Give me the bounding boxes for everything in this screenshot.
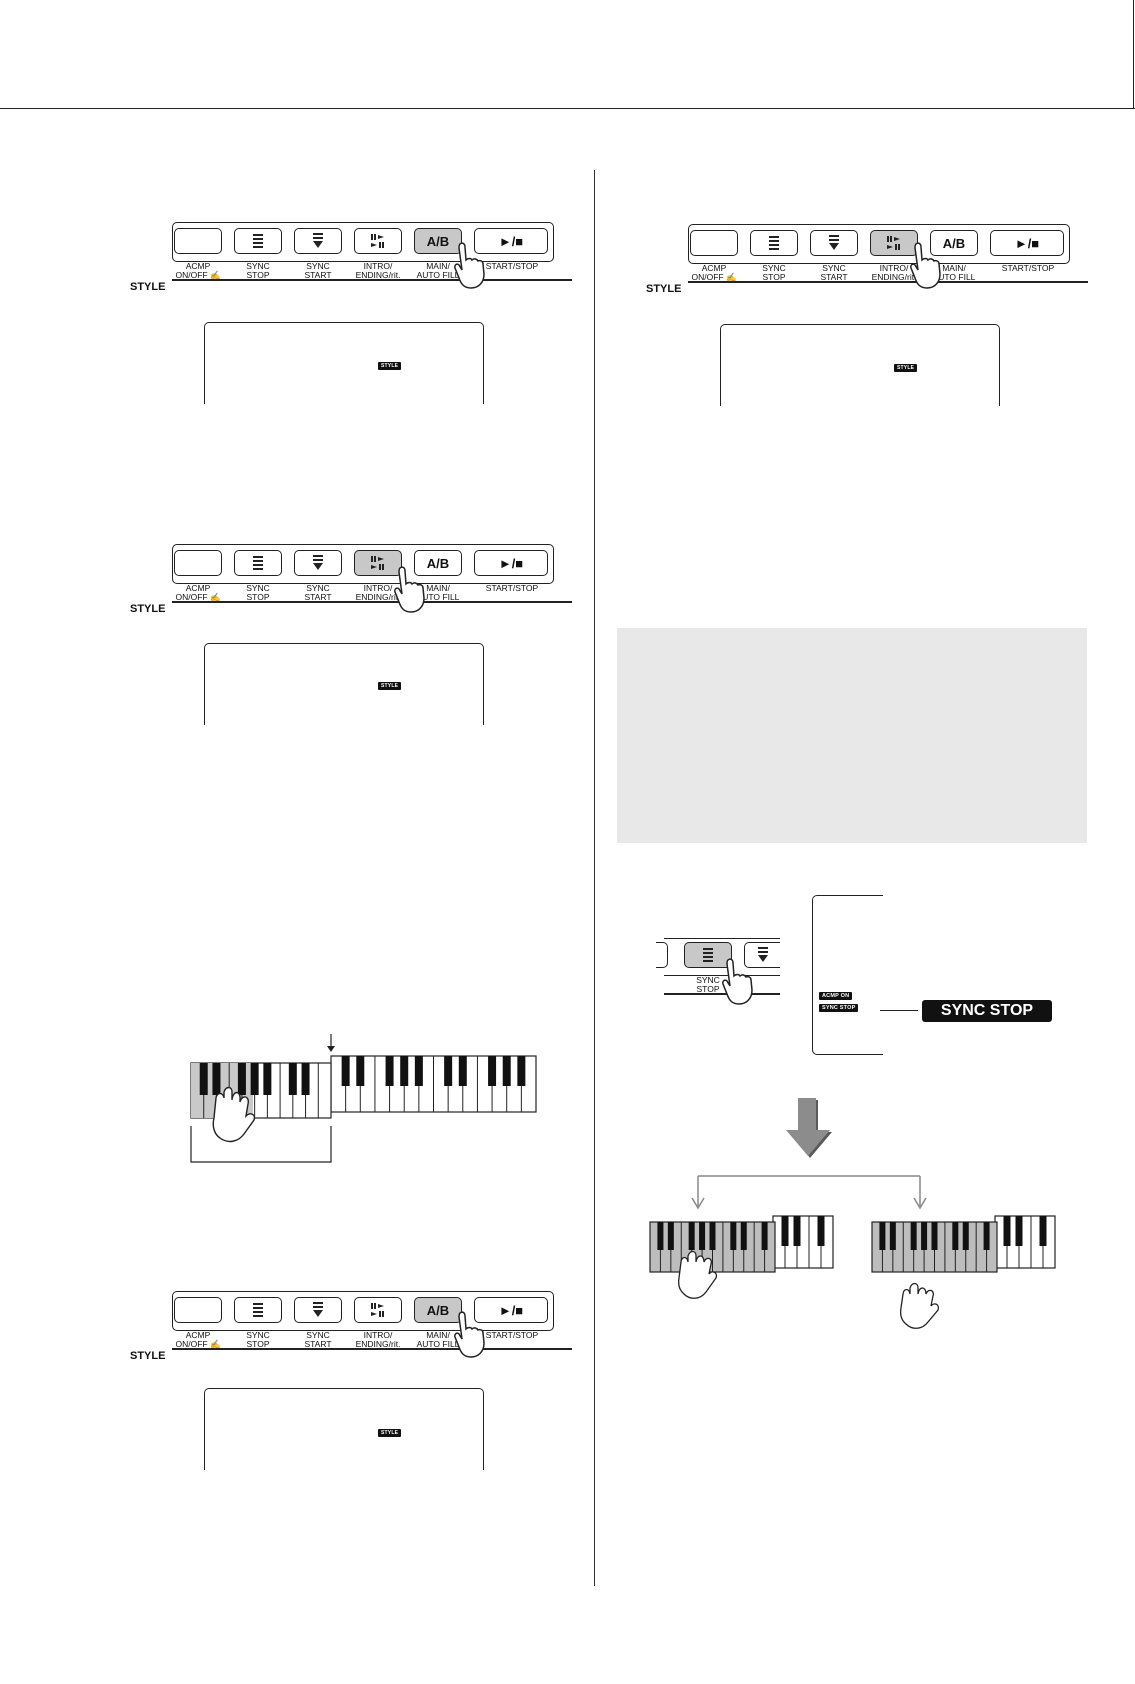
upper-keys (330, 1055, 537, 1113)
style-badge: STYLE (378, 1429, 402, 1437)
lcd-display-1: STYLE (204, 322, 484, 404)
ab-button[interactable]: A/B (930, 230, 978, 256)
intro-ending-icon (371, 1303, 384, 1317)
ab-button[interactable]: A/B (414, 228, 462, 254)
intro-ending-icon (371, 234, 384, 248)
sync-stop-icon (253, 556, 263, 570)
sync-start-button[interactable] (294, 1297, 342, 1323)
down-arrow-icon (786, 1098, 832, 1158)
intro-ending-icon (371, 556, 384, 570)
branch-arrows (691, 1175, 927, 1210)
sync-start-icon (757, 947, 768, 962)
sync-stop-callout: SYNC STOP (922, 1000, 1052, 1022)
panel-underline (172, 279, 572, 281)
header-divider (0, 108, 1135, 109)
header-edge (1133, 0, 1134, 109)
pointing-hand-icon (394, 566, 425, 613)
note-box (617, 628, 1087, 843)
intro-caption-1: INTRO/ (363, 261, 393, 271)
ab-button[interactable]: A/B (414, 1297, 462, 1323)
main-caption-1: MAIN/ (426, 261, 450, 271)
sync-start-icon (313, 1302, 323, 1317)
acmp-button[interactable] (174, 550, 222, 576)
style-label: STYLE (130, 1350, 166, 1362)
sync-stop-icon (769, 236, 779, 250)
acmp-on-indicator: ACMP ON (819, 992, 853, 1000)
sync-start-caption-2: START (304, 270, 332, 280)
pointing-hand-icon (910, 242, 941, 289)
sync-start-icon (313, 555, 323, 570)
sync-start-icon (829, 235, 839, 250)
pointing-hand-icon (454, 1311, 485, 1358)
style-badge: STYLE (378, 362, 402, 370)
intro-ending-icon (887, 236, 900, 250)
sync-stop-button[interactable] (234, 228, 282, 254)
intro-caption-2: ENDING/rit. (355, 270, 401, 280)
column-divider (594, 170, 595, 1586)
style-label: STYLE (130, 603, 166, 615)
lcd-side-fragment: ACMP ON SYNC STOP (812, 895, 883, 1055)
sync-start-caption-1: SYNC (306, 261, 330, 271)
intro-ending-button[interactable] (354, 1297, 402, 1323)
intro-ending-button[interactable] (354, 550, 402, 576)
start-stop-button[interactable]: ►/■ (990, 230, 1064, 256)
start-stop-button[interactable]: ►/■ (474, 1297, 548, 1323)
sync-start-button[interactable] (810, 230, 858, 256)
style-badge: STYLE (894, 364, 918, 372)
sync-stop-button[interactable] (234, 1297, 282, 1323)
start-stop-button[interactable]: ►/■ (474, 228, 548, 254)
sync-start-button-partial[interactable] (744, 942, 780, 968)
keyboard-playing-left-hand (649, 1215, 834, 1299)
pointing-hand-icon (454, 242, 485, 289)
panel-strip (172, 222, 554, 262)
sync-start-icon (313, 233, 323, 248)
sync-start-button[interactable] (294, 550, 342, 576)
pointing-hand-icon (722, 958, 753, 1005)
keyboard-hand-released (871, 1215, 1056, 1329)
acmp-button[interactable] (174, 228, 222, 254)
sync-stop-button[interactable] (684, 942, 732, 968)
style-badge: STYLE (378, 682, 402, 690)
lcd-display-4: STYLE (720, 324, 1000, 406)
hand-icon (212, 1086, 256, 1143)
acmp-button[interactable] (174, 1297, 222, 1323)
style-label: STYLE (646, 283, 682, 295)
callout-leader-line (880, 1010, 918, 1012)
start-stop-caption: START/STOP (485, 261, 539, 271)
sync-stop-button[interactable] (234, 550, 282, 576)
acmp-button[interactable] (690, 230, 738, 256)
sync-stop-indicator: SYNC STOP (819, 1004, 859, 1012)
acmp-caption-1: ACMP (185, 261, 211, 271)
sync-start-button[interactable] (294, 228, 342, 254)
acmp-caption-2: ON/OFF ✍ (175, 270, 221, 280)
hand-icon (900, 1282, 940, 1329)
hand-icon (678, 1250, 718, 1299)
sync-stop-icon (253, 1303, 263, 1317)
main-caption-2: AUTO FILL (416, 270, 460, 280)
start-stop-button[interactable]: ►/■ (474, 550, 548, 576)
sync-stop-caption-2: STOP (246, 270, 270, 280)
lcd-display-2: STYLE (204, 643, 484, 725)
sync-stop-icon (253, 234, 263, 248)
sync-stop-icon (703, 948, 713, 962)
sync-stop-caption-1: SYNC (246, 261, 270, 271)
intro-ending-button[interactable] (354, 228, 402, 254)
ab-button[interactable]: A/B (414, 550, 462, 576)
keyboard-split-illustration (190, 1034, 537, 1163)
acmp-button-partial[interactable] (656, 942, 668, 968)
style-label: STYLE (130, 281, 166, 293)
sync-stop-button[interactable] (750, 230, 798, 256)
lcd-display-3: STYLE (204, 1388, 484, 1470)
